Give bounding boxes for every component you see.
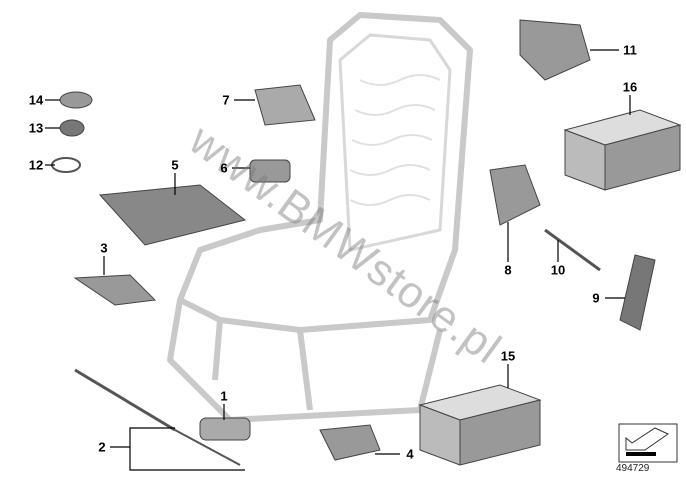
part-13	[59, 119, 85, 137]
part-11	[519, 19, 591, 81]
callout-7: 7	[222, 92, 230, 108]
part-10	[544, 228, 601, 272]
callout-6: 6	[220, 160, 228, 176]
callout-5: 5	[171, 157, 179, 173]
callout-12: 12	[28, 157, 44, 173]
callout-2: 2	[98, 439, 106, 455]
part-1	[199, 417, 251, 441]
callout-14: 14	[28, 92, 44, 108]
callout-8: 8	[504, 262, 512, 278]
part-14	[59, 91, 93, 109]
reference-number: 494729	[616, 463, 650, 474]
part-9	[619, 254, 656, 331]
part-6	[249, 159, 291, 183]
callout-11: 11	[623, 42, 637, 58]
callout-10: 10	[550, 262, 566, 278]
part-2b	[174, 429, 241, 466]
part-3	[73, 274, 157, 306]
part-16	[563, 109, 682, 191]
callout-9: 9	[592, 290, 600, 306]
leader-lines	[45, 49, 631, 471]
callout-13: 13	[28, 120, 44, 136]
seat-springs	[349, 74, 441, 206]
callout-16: 16	[622, 79, 638, 95]
part-8	[489, 164, 541, 226]
part-7	[254, 84, 316, 126]
part-4	[319, 424, 381, 461]
part-5	[98, 184, 247, 246]
callout-3: 3	[100, 240, 108, 256]
callout-1: 1	[220, 388, 228, 404]
part-15	[418, 384, 542, 466]
callout-15: 15	[500, 348, 516, 364]
callout-4: 4	[406, 446, 414, 462]
arrow-icon	[618, 423, 678, 463]
part-2a	[74, 368, 176, 432]
part-12	[51, 157, 81, 173]
